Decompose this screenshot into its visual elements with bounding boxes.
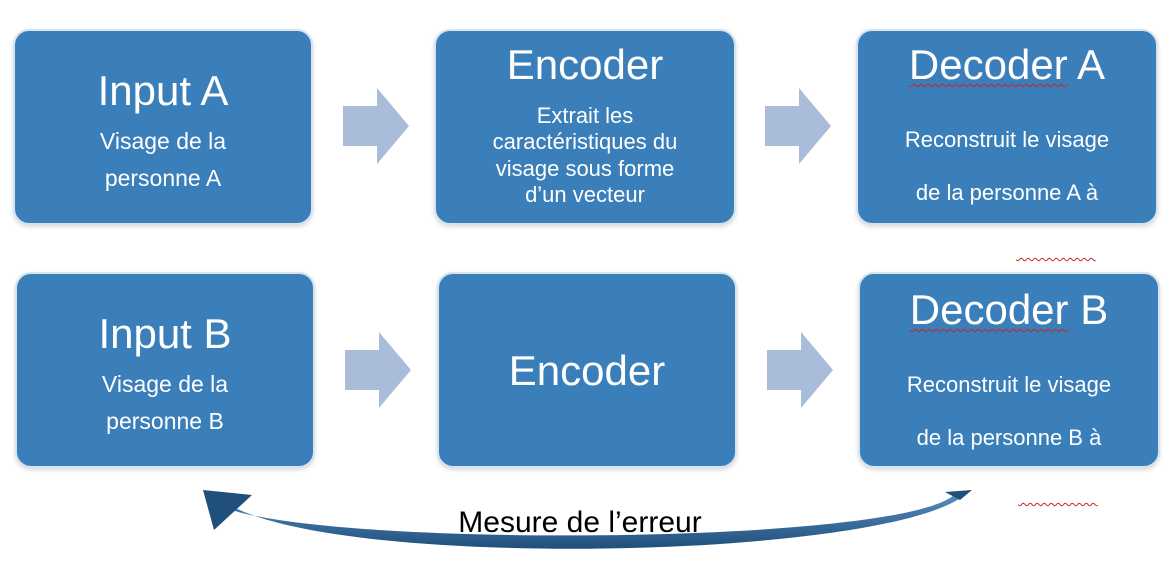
encoder-b-title: Encoder bbox=[508, 347, 666, 394]
feedback-arrowhead-icon bbox=[203, 490, 252, 530]
input-b-description: Visage de la personne B bbox=[101, 371, 229, 434]
decoder-b-title: Decoder B bbox=[909, 286, 1109, 333]
decoder-a-box: Decoder A Reconstruit le visage de la pe… bbox=[856, 29, 1158, 311]
arrow-right-icon bbox=[765, 88, 831, 164]
decoder-b-description: Reconstruit le visage de la personne B à… bbox=[906, 372, 1112, 556]
arrow-right-icon bbox=[345, 332, 411, 408]
encoder-a-title: Encoder bbox=[506, 41, 664, 88]
arrow-right-icon bbox=[343, 88, 409, 164]
encoder-a-description: Extrait les caractéristiques du visage s… bbox=[492, 103, 678, 208]
input-a-description: Visage de la personne A bbox=[99, 128, 227, 191]
error-measure-label: Mesure de l’erreur bbox=[458, 506, 702, 539]
input-b-box: Input B Visage de la personne B bbox=[15, 272, 315, 468]
input-b-title: Input B bbox=[98, 310, 232, 357]
input-a-title: Input A bbox=[97, 67, 229, 114]
encoder-a-box: Encoder Extrait les caractéristiques du … bbox=[434, 29, 736, 225]
encoder-b-box: Encoder bbox=[437, 272, 737, 468]
decoder-b-box: Decoder B Reconstruit le visage de la pe… bbox=[858, 272, 1160, 556]
arrow-right-icon bbox=[767, 332, 833, 408]
decoder-a-title: Decoder A bbox=[908, 41, 1106, 88]
input-a-box: Input A Visage de la personne A bbox=[13, 29, 313, 225]
